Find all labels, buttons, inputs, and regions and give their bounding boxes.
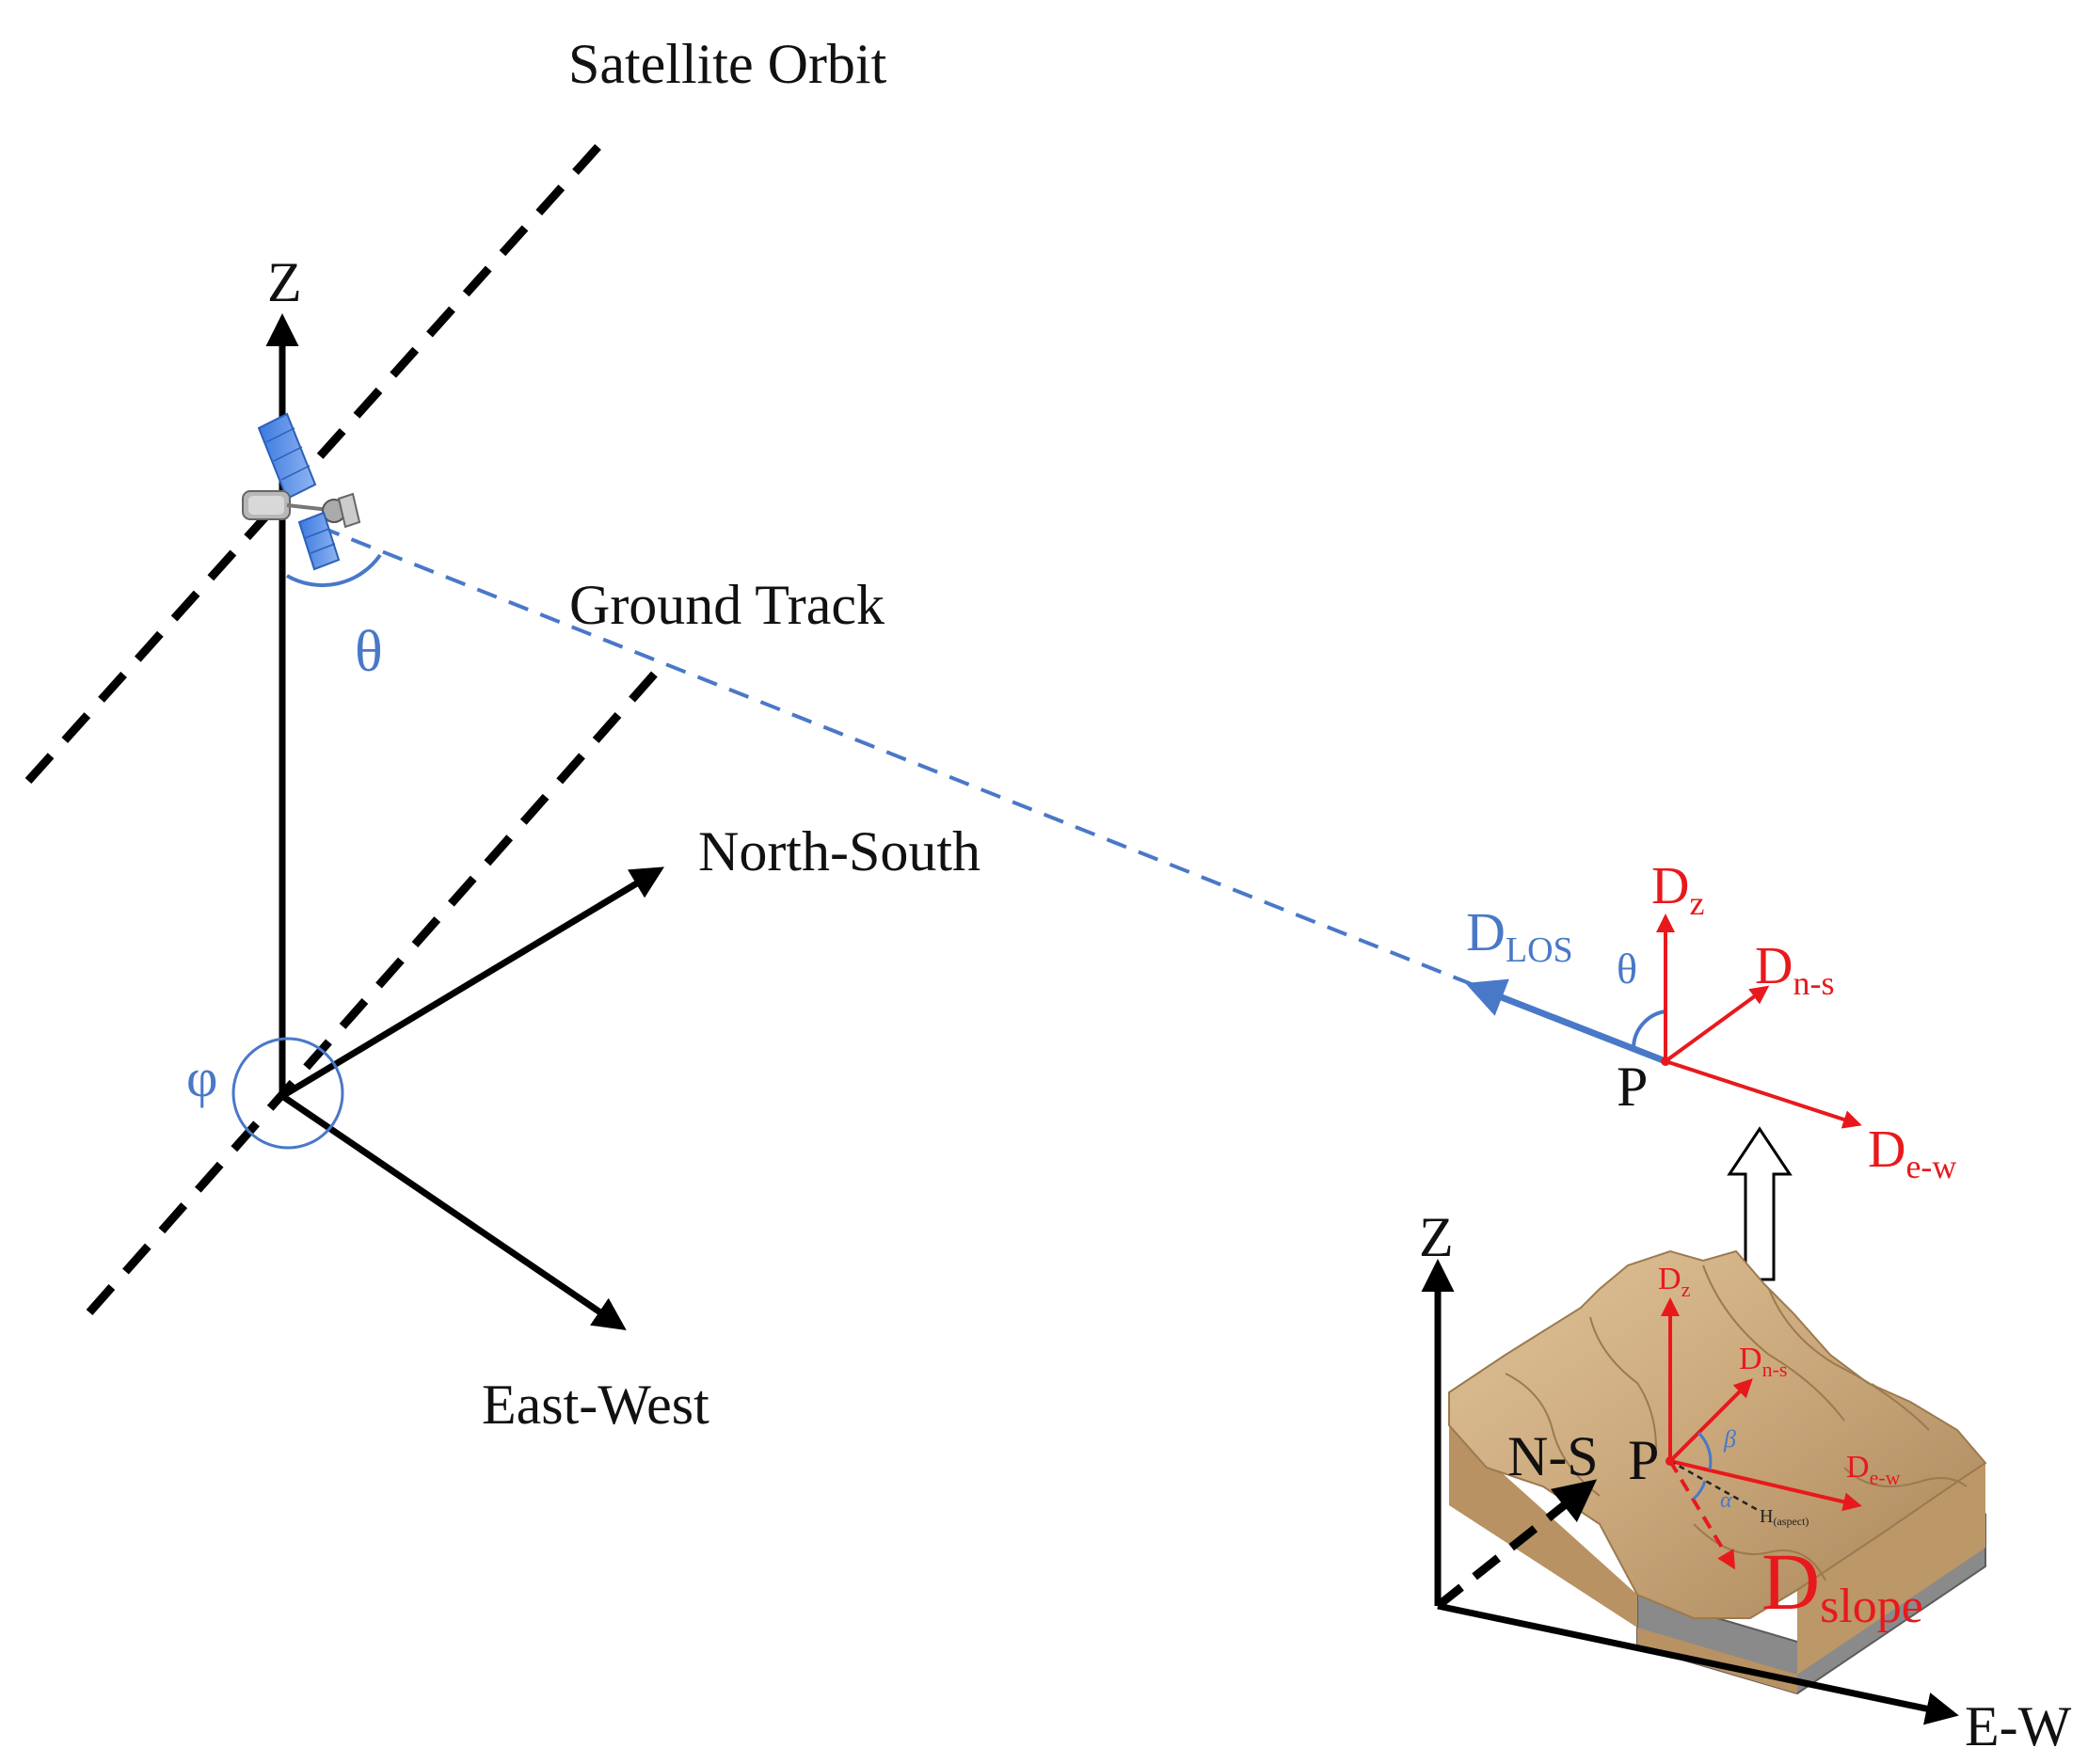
inset-ew-axis-arrow [1437, 1602, 1959, 1725]
inset-d-ns-label: Dn-s [1739, 1342, 1787, 1381]
d-ew-label: De-w [1868, 1120, 1956, 1185]
d-los-label: DLOS [1466, 901, 1573, 970]
north-south-axis-arrow [280, 866, 665, 1100]
inset-beta-arc [1697, 1431, 1713, 1470]
terrain-top-surface [1448, 1249, 1987, 1619]
inset-point-p-label: P [1628, 1429, 1659, 1491]
theta-label-satellite: θ [355, 620, 383, 684]
terrain-inset [1448, 1249, 1987, 1695]
inset-d-z-label: Dz [1658, 1262, 1691, 1301]
inset-d-ew-label: De-w [1846, 1450, 1901, 1489]
inset-aspect-label: H(aspect) [1760, 1506, 1809, 1528]
line-of-sight [319, 525, 1666, 1063]
inset-z-axis-label: Z [1419, 1206, 1454, 1268]
phi-angle-circle [231, 1037, 344, 1150]
point-p-marker [1661, 1057, 1670, 1066]
theta-arc-point [1631, 1009, 1666, 1050]
north-south-label: North-South [698, 820, 980, 882]
point-p-label: P [1617, 1056, 1648, 1118]
z-axis-label: Z [267, 251, 302, 313]
terrain-front-face [1449, 1425, 1797, 1693]
satellite-orbit-line [24, 128, 615, 785]
inset-ns-axis-arrow [1435, 1479, 1598, 1610]
inset-beta-label: β [1723, 1425, 1736, 1453]
d-ew-arrow [1665, 1059, 1862, 1129]
theta-arc-satellite [286, 553, 382, 588]
inset-point-p-marker [1666, 1456, 1675, 1466]
inset-d-slope-label: Dslope [1761, 1536, 1923, 1633]
inset-alpha-label: α [1720, 1488, 1732, 1513]
d-ns-arrow [1664, 985, 1770, 1063]
east-west-label: East-West [482, 1374, 709, 1436]
d-ns-label: Dn-s [1755, 937, 1834, 1002]
d-z-label: Dz [1651, 857, 1704, 922]
inset-d-ew-arrow [1669, 1459, 1862, 1512]
satellite-orbit-label: Satellite Orbit [568, 33, 887, 95]
ground-track-label: Ground Track [569, 574, 885, 636]
theta-label-point: θ [1617, 945, 1637, 993]
phi-label: φ [186, 1047, 217, 1108]
ground-track-line [86, 656, 672, 1315]
inset-d-ns-arrow [1668, 1378, 1753, 1463]
d-los-arrow [1465, 978, 1667, 1065]
satellite-icon [242, 412, 361, 571]
inset-alpha-arc [1692, 1480, 1707, 1501]
inset-ew-axis-label: E-W [1965, 1695, 2072, 1757]
inset-ns-axis-label: N-S [1507, 1425, 1599, 1487]
east-west-axis-arrow [280, 1093, 627, 1330]
inset-aspect-line [1669, 1459, 1759, 1512]
